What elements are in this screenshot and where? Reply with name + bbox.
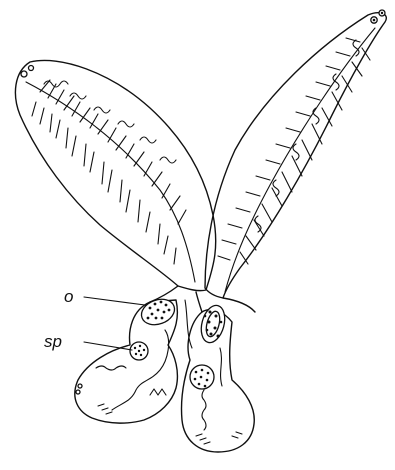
label-sperm-vesicle: sp xyxy=(44,332,62,351)
right-tip-suckers xyxy=(371,10,385,23)
left-wing-branches xyxy=(32,80,186,264)
leader-line-ovary xyxy=(84,297,145,305)
ovary-right xyxy=(197,303,228,345)
sperm-vesicle-left xyxy=(130,342,148,360)
left-wing-stem xyxy=(26,82,195,282)
sperm-vesicle-right xyxy=(190,365,214,389)
label-ovary: o xyxy=(64,287,73,306)
right-wing-outline xyxy=(205,13,386,298)
left-wing-outline xyxy=(15,60,215,290)
right-wing-branches xyxy=(218,38,370,264)
